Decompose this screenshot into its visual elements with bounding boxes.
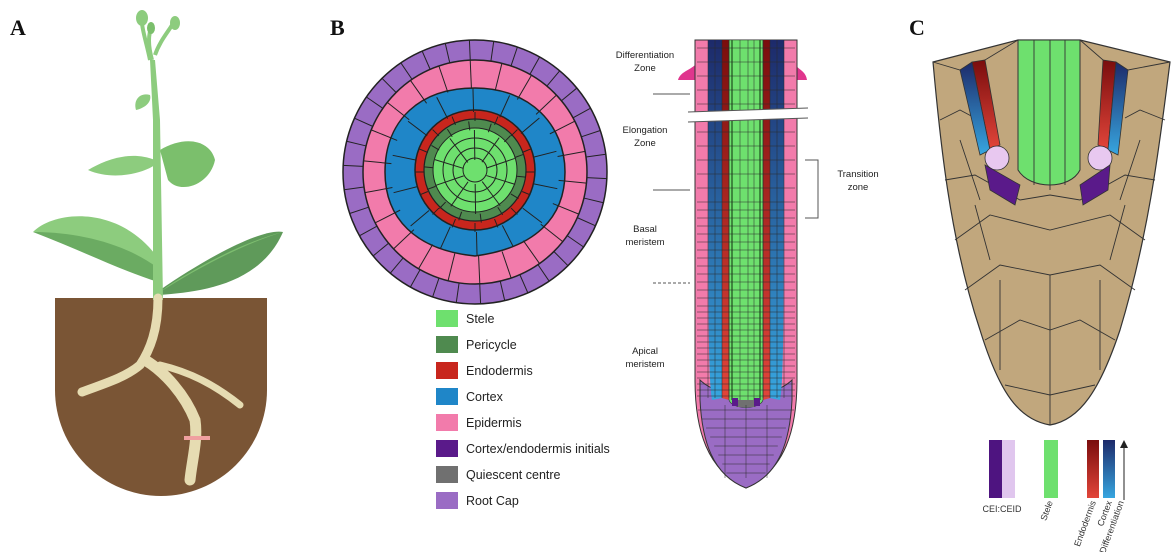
zone-transition-line2: zone bbox=[848, 182, 869, 193]
key-swatch-cei bbox=[989, 440, 1015, 498]
legend-label: Cortex/endodermis initials bbox=[466, 442, 610, 456]
legend-label: Pericycle bbox=[466, 338, 517, 352]
root-hair-left bbox=[678, 65, 695, 80]
bud-3 bbox=[147, 22, 155, 34]
legend-swatch bbox=[436, 414, 458, 431]
differentiation-arrowhead bbox=[1120, 440, 1128, 448]
key-swatch-cortex bbox=[1103, 440, 1115, 498]
leaf-mid-right bbox=[160, 141, 215, 187]
zone-apical-line2: meristem bbox=[625, 359, 664, 370]
endodermis-right bbox=[763, 40, 770, 400]
stele-longitudinal bbox=[729, 40, 763, 408]
leaf-right bbox=[160, 232, 283, 295]
legend-label: Cortex bbox=[466, 390, 504, 404]
legend-label: Stele bbox=[466, 312, 495, 326]
panel-c: C CEI:CEID Stele Endodermis Cortex Diffe… bbox=[909, 15, 1170, 552]
transition-bracket bbox=[805, 160, 818, 218]
panel-a: A bbox=[10, 10, 283, 496]
section-marker bbox=[184, 436, 210, 440]
tissue-legend: StelePericycleEndodermisCortexEpidermisC… bbox=[436, 310, 610, 509]
legend-swatch bbox=[436, 362, 458, 379]
zone-basal-line2: meristem bbox=[625, 237, 664, 248]
bud-2 bbox=[170, 16, 180, 30]
legend-swatch bbox=[436, 388, 458, 405]
legend-swatch bbox=[436, 336, 458, 353]
zone-apical-line1: Apical bbox=[632, 346, 658, 357]
zone-elongation-line2: Zone bbox=[634, 138, 656, 149]
panel-c-label: C bbox=[909, 15, 925, 40]
zone-elongation-line1: Elongation bbox=[623, 125, 668, 136]
key-label-stele: Stele bbox=[1038, 499, 1054, 522]
legend-swatch bbox=[436, 440, 458, 457]
legend-swatch bbox=[436, 310, 458, 327]
key-label-cei: CEI:CEID bbox=[982, 504, 1022, 514]
key-swatch-stele bbox=[1044, 440, 1058, 498]
key-label-endodermis: Endodermis bbox=[1072, 499, 1098, 548]
panel-b: B StelePericycleEndodermisCortexEpidermi… bbox=[330, 15, 879, 509]
legend-label: Endodermis bbox=[466, 364, 533, 378]
legend-swatch bbox=[436, 466, 458, 483]
stele-c bbox=[1018, 40, 1080, 185]
panel-c-key: CEI:CEID Stele Endodermis Cortex Differe… bbox=[982, 440, 1128, 552]
legend-swatch bbox=[436, 492, 458, 509]
panel-a-label: A bbox=[10, 15, 26, 40]
zone-basal-line1: Basal bbox=[633, 224, 657, 235]
legend-label: Root Cap bbox=[466, 494, 519, 508]
key-swatch-endodermis bbox=[1087, 440, 1099, 498]
leaf-small bbox=[135, 94, 150, 110]
zone-differentiation-line2: Zone bbox=[634, 63, 656, 74]
leaf-mid-left bbox=[88, 156, 155, 176]
root-cross-section bbox=[343, 40, 607, 304]
cei-right bbox=[754, 398, 760, 406]
longitudinal-root bbox=[678, 40, 808, 488]
ceid-c-left bbox=[985, 146, 1009, 170]
legend-label: Epidermis bbox=[466, 416, 522, 430]
legend-label: Quiescent centre bbox=[466, 468, 561, 482]
zone-differentiation-line1: Differentiation bbox=[616, 50, 674, 61]
bud-1 bbox=[136, 10, 148, 26]
endodermis-left bbox=[722, 40, 729, 400]
panel-b-label: B bbox=[330, 15, 345, 40]
zone-transition-line1: Transition bbox=[837, 169, 878, 180]
cei-left bbox=[732, 398, 738, 406]
